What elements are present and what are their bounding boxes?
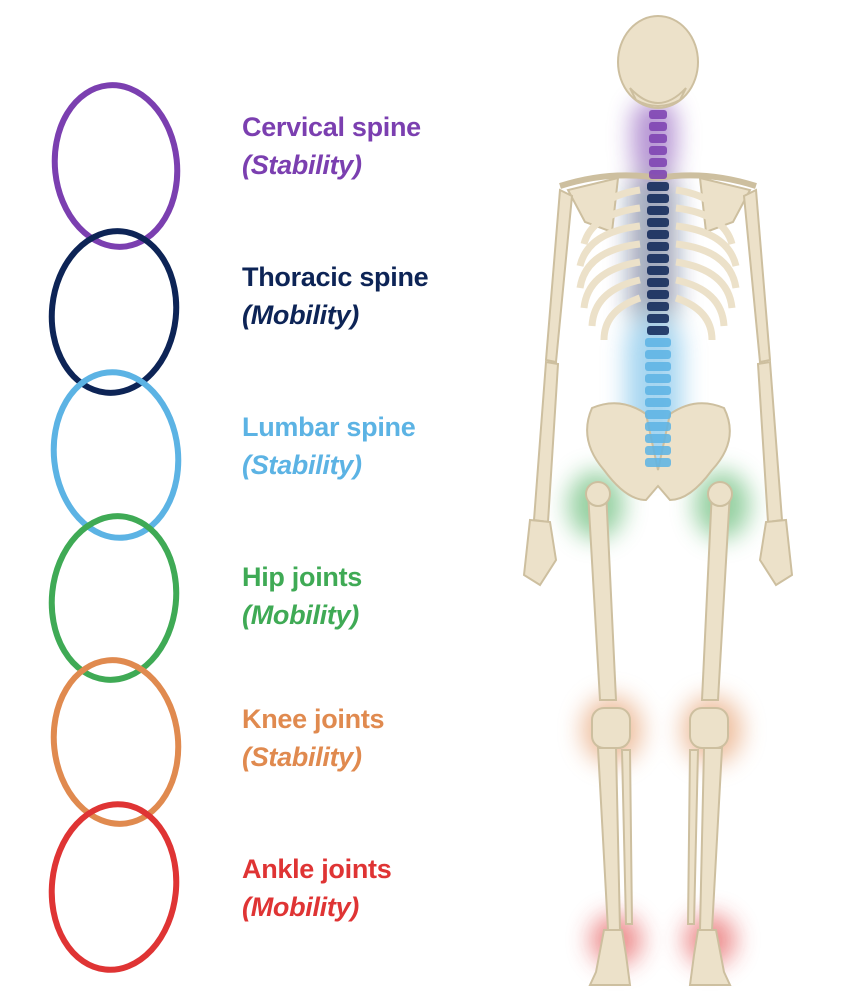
label-hip-role: (Mobility) <box>242 600 359 630</box>
spine <box>645 110 671 467</box>
vertebra-lumbar <box>645 386 671 395</box>
vertebra-lumbar <box>645 458 671 467</box>
vertebra-thoracic <box>647 290 669 299</box>
vertebra-thoracic <box>647 194 669 203</box>
vertebra-thoracic <box>647 182 669 191</box>
foot-right <box>688 929 732 986</box>
vertebra-cervical <box>649 122 667 131</box>
hand-right <box>758 518 794 587</box>
skull <box>617 15 699 109</box>
label-thoracic-name: Thoracic spine <box>242 262 429 292</box>
vertebra-thoracic <box>647 326 669 335</box>
fibula-left <box>620 749 634 925</box>
vertebra-lumbar <box>645 422 671 431</box>
jaw <box>629 87 687 107</box>
femur-head-right <box>707 481 733 507</box>
vertebra-thoracic <box>647 206 669 215</box>
label-cervical: Cervical spine (Stability) <box>242 108 421 184</box>
femur-head-left <box>585 481 611 507</box>
label-lumbar: Lumbar spine (Stability) <box>242 408 416 484</box>
ring-cervical <box>51 82 181 250</box>
bones <box>522 15 794 986</box>
vertebra-thoracic <box>647 266 669 275</box>
label-ankle-name: Ankle joints <box>242 854 392 884</box>
knee-left <box>591 707 631 749</box>
label-cervical-name: Cervical spine <box>242 112 421 142</box>
vertebra-thoracic <box>647 242 669 251</box>
ring-hip <box>48 513 180 683</box>
vertebra-cervical <box>649 146 667 155</box>
vertebra-lumbar <box>645 410 671 419</box>
label-ankle-role: (Mobility) <box>242 892 359 922</box>
vertebra-lumbar <box>645 362 671 371</box>
vertebra-cervical <box>649 158 667 167</box>
ring-ankle <box>48 801 180 973</box>
skeleton-illustration <box>522 15 794 986</box>
label-thoracic-role: (Mobility) <box>242 300 359 330</box>
label-lumbar-role: (Stability) <box>242 450 362 480</box>
vertebra-cervical <box>649 134 667 143</box>
pelvis <box>586 402 731 502</box>
knee-right <box>689 707 729 749</box>
vertebra-lumbar <box>645 446 671 455</box>
label-hip-name: Hip joints <box>242 562 362 592</box>
scapula-right <box>698 176 752 234</box>
label-thoracic: Thoracic spine (Mobility) <box>242 258 429 334</box>
humerus-left <box>544 188 574 364</box>
vertebra-lumbar <box>645 374 671 383</box>
ring-thoracic <box>48 228 180 396</box>
ring-knee <box>50 657 182 827</box>
vertebra-thoracic <box>647 218 669 227</box>
vertebra-thoracic <box>647 254 669 263</box>
vertebra-lumbar <box>645 350 671 359</box>
tibia-left <box>596 747 622 931</box>
vertebra-cervical <box>649 110 667 119</box>
label-knee: Knee joints (Stability) <box>242 700 385 776</box>
vertebra-lumbar <box>645 398 671 407</box>
vertebra-lumbar <box>645 434 671 443</box>
ring-lumbar <box>50 369 182 541</box>
label-ankle: Ankle joints (Mobility) <box>242 850 392 926</box>
vertebra-thoracic <box>647 302 669 311</box>
vertebra-lumbar <box>645 338 671 347</box>
hand-left <box>522 518 558 587</box>
label-cervical-role: (Stability) <box>242 150 362 180</box>
vertebra-thoracic <box>647 314 669 323</box>
tibia-right <box>698 747 724 931</box>
label-lumbar-name: Lumbar spine <box>242 412 416 442</box>
label-knee-name: Knee joints <box>242 704 385 734</box>
vertebra-cervical <box>649 170 667 179</box>
forearm-right <box>756 360 784 524</box>
joint-chain-rings <box>48 82 182 973</box>
rib-cage <box>576 186 740 341</box>
humerus-right <box>742 188 772 364</box>
vertebra-thoracic <box>647 230 669 239</box>
label-hip: Hip joints (Mobility) <box>242 558 362 634</box>
fibula-right <box>686 749 700 925</box>
foot-left <box>588 929 632 986</box>
vertebra-thoracic <box>647 278 669 287</box>
forearm-left <box>532 360 560 524</box>
label-knee-role: (Stability) <box>242 742 362 772</box>
